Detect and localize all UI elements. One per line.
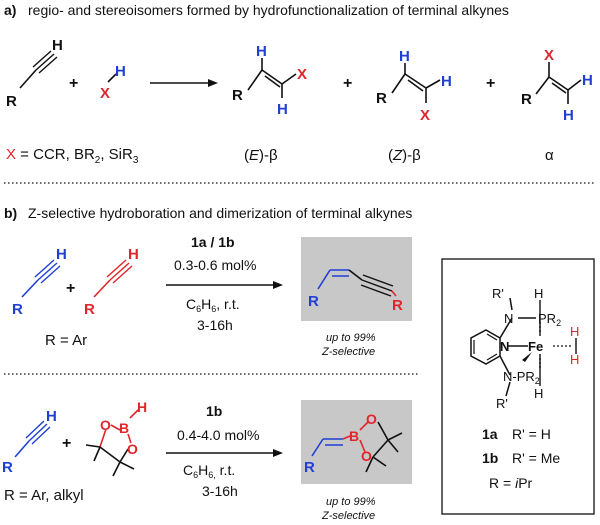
cat-n-top: N xyxy=(504,311,513,326)
hb-solvent: C6H6, r.t. xyxy=(183,462,235,480)
dimer-solvent: C6H6, r.t. xyxy=(186,296,240,314)
alkyne-h-label: H xyxy=(52,37,63,54)
dimer-r-definition: R = Ar xyxy=(45,332,87,349)
alpha-name: α xyxy=(545,147,554,164)
reagent-x-label: X xyxy=(100,85,110,102)
hb-time: 3-16h xyxy=(202,483,238,499)
hb-product-o2: O xyxy=(361,448,372,464)
cat-fe: Fe xyxy=(528,339,543,354)
pinb-o1: O xyxy=(100,417,111,433)
dimerization-red-alkyne: R H xyxy=(84,246,139,318)
z-product-x: X xyxy=(420,107,430,124)
hb-product-o1: O xyxy=(366,411,377,427)
alpha-product-r: R xyxy=(521,91,532,108)
e-product-h-top: H xyxy=(256,43,267,60)
section-b-label: b) xyxy=(4,205,17,221)
hb-r-definition: R = Ar, alkyl xyxy=(4,487,84,504)
cat-r-prime-top: R' xyxy=(492,286,504,301)
dimer-plus: + xyxy=(66,280,75,297)
cat-r-prime-bottom: R' xyxy=(496,396,508,411)
hb-product-r: R xyxy=(304,459,315,476)
cat-h-top: H xyxy=(534,286,543,301)
plus-sign-3: + xyxy=(486,75,495,92)
dimer-product-r-blue: R xyxy=(308,293,319,310)
plus-sign-2: + xyxy=(343,75,352,92)
hb-product-b: B xyxy=(349,428,359,444)
hydroboration-blue-alkyne: R H xyxy=(2,408,57,476)
dimer-time: 3-16h xyxy=(197,317,233,333)
section-a-label: a) xyxy=(4,2,16,18)
hb-blue-h: H xyxy=(46,408,57,425)
reaction-arrow-hydroboration xyxy=(166,449,283,457)
cat-pr2-bottom: N-PR2 xyxy=(503,369,540,386)
hb-product: R B O O xyxy=(304,411,403,476)
e-beta-name: (E)-β xyxy=(244,147,278,164)
reaction-arrow-dimerization xyxy=(166,281,283,289)
product-alpha: R X H H xyxy=(521,47,593,124)
dimer-blue-h: H xyxy=(56,246,67,263)
cat-r-definition: R = iPr xyxy=(489,475,533,491)
hb-loading: 0.4-4.0 mol% xyxy=(177,427,259,443)
cat-h-bottom: H xyxy=(534,386,543,401)
cat-h-dihydrogen-2: H xyxy=(570,352,579,367)
alkyne-r-label: R xyxy=(6,93,17,110)
hb-plus: + xyxy=(62,435,71,452)
terminal-alkyne: R H xyxy=(6,37,63,110)
product-e-beta: R H X H xyxy=(232,43,307,118)
dimer-red-r: R xyxy=(84,301,95,318)
e-product-x: X xyxy=(297,66,307,83)
reaction-arrow-a xyxy=(150,79,218,87)
z-beta-name: (Z)-β xyxy=(388,147,421,164)
catalyst-box xyxy=(441,258,595,515)
hx-reagent: X H xyxy=(100,63,126,102)
dimer-catalyst: 1a / 1b xyxy=(191,234,235,250)
hb-product-box xyxy=(301,400,412,484)
e-product-h-bottom: H xyxy=(277,101,288,118)
section-a-title: regio- and stereoisomers formed by hydro… xyxy=(28,2,509,18)
pinb-o2: O xyxy=(127,441,138,457)
hb-blue-r: R xyxy=(2,459,13,476)
x-definition: X = CCR, BR2, SiR3 xyxy=(6,146,139,166)
dimer-product-r-red: R xyxy=(392,297,403,314)
alpha-product-h-bottom: H xyxy=(563,107,574,124)
dimer-loading: 0.3-0.6 mol% xyxy=(174,257,256,273)
alpha-product-x: X xyxy=(544,47,554,64)
dimerization-blue-alkyne: R H xyxy=(12,246,67,318)
dimer-product-box xyxy=(301,237,412,321)
cat-pr2-top: PR2 xyxy=(538,311,561,328)
product-z-beta: R H H X xyxy=(376,48,452,124)
hb-selectivity-2: Z-selective xyxy=(321,510,375,522)
z-product-r: R xyxy=(376,90,387,107)
pinacolborane: B H O O xyxy=(85,399,147,477)
catalyst-structure: H H H H N N Fe PR2 N-PR2 R' R' xyxy=(470,286,579,411)
pinb-b: B xyxy=(119,420,129,436)
hb-selectivity-1: up to 99% xyxy=(326,496,376,508)
cat-h-dihydrogen-1: H xyxy=(570,324,579,339)
cat-n-pyridine: N xyxy=(500,339,509,354)
dimer-selectivity-1: up to 99% xyxy=(326,332,376,344)
dimer-blue-r: R xyxy=(12,301,23,318)
section-b-title: Z-selective hydroboration and dimerizati… xyxy=(28,205,412,221)
z-product-h-top: H xyxy=(399,48,410,65)
alpha-product-h-right: H xyxy=(582,72,593,89)
dimer-selectivity-2: Z-selective xyxy=(321,346,375,358)
e-product-r: R xyxy=(232,87,243,104)
dimer-red-h: H xyxy=(128,246,139,263)
plus-sign: + xyxy=(69,75,78,92)
dimer-product: R R xyxy=(308,269,403,314)
hb-catalyst: 1b xyxy=(206,403,222,419)
reagent-h-label: H xyxy=(115,63,126,80)
pinb-h: H xyxy=(137,399,147,415)
z-product-h-right: H xyxy=(441,73,452,90)
